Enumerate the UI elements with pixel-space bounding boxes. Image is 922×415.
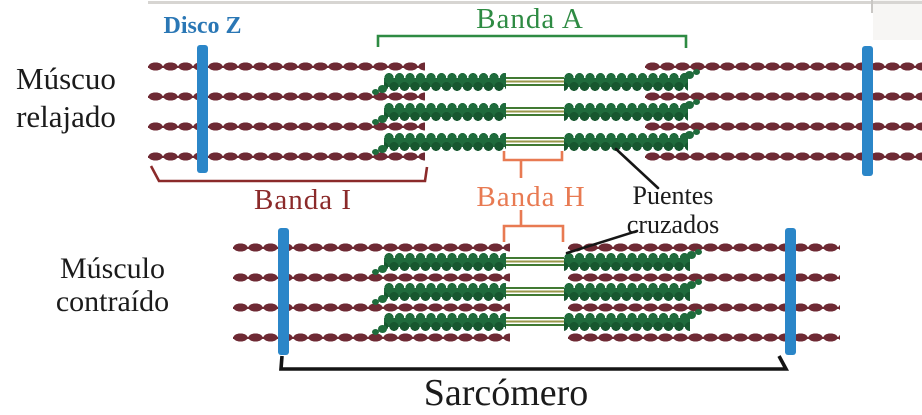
myosin-filament xyxy=(378,253,506,273)
actin-filament xyxy=(148,152,425,161)
relaxed-muscle-label: Múscuo relajado xyxy=(0,60,132,136)
relaxed-muscle-label-line2: relajado xyxy=(16,99,116,134)
relaxed-muscle-label-line1: Múscuo xyxy=(16,61,116,96)
z-disc-bar xyxy=(785,228,796,355)
h-zone-bare xyxy=(506,287,564,296)
myosin-filament xyxy=(378,103,506,123)
sarcomere-bracket xyxy=(279,355,790,371)
banda-h-lower-bracket xyxy=(502,210,565,242)
cross-bridges-label: Puentes cruzados xyxy=(597,181,749,239)
banda-h-upper-bracket xyxy=(502,151,564,178)
actin-filament xyxy=(233,303,510,312)
actin-filament xyxy=(148,92,425,101)
contracted-muscle-label: Músculo contraído xyxy=(30,252,195,318)
actin-filament xyxy=(568,303,840,312)
actin-filament xyxy=(645,62,922,71)
z-disc-bar xyxy=(278,228,289,355)
h-zone-bare xyxy=(506,137,564,146)
h-zone-bare xyxy=(506,257,564,266)
disco-z-label: Disco Z xyxy=(163,13,242,39)
top-right-shading xyxy=(873,0,922,40)
banda-a-bracket xyxy=(376,34,688,48)
top-right-tick xyxy=(871,0,873,13)
banda-i-label: Banda I xyxy=(254,184,352,216)
myosin-filament xyxy=(564,101,694,121)
actin-filament xyxy=(233,243,510,252)
myosin-filament xyxy=(378,283,506,303)
actin-filament xyxy=(645,122,922,131)
top-border-line xyxy=(148,1,922,4)
myosin-filament xyxy=(378,133,506,153)
actin-filament xyxy=(568,243,840,252)
h-zone-bare xyxy=(506,107,564,116)
z-disc-bar xyxy=(862,46,873,176)
myosin-filament xyxy=(378,73,506,93)
actin-filament xyxy=(233,273,510,282)
h-zone-bare xyxy=(506,317,564,326)
actin-filament xyxy=(568,333,840,342)
banda-a-label: Banda A xyxy=(476,3,584,35)
actin-filament xyxy=(645,92,922,101)
myosin-filament xyxy=(564,281,696,301)
myosin-filament xyxy=(564,311,696,331)
myosin-filament xyxy=(378,313,506,333)
sarcomere-label: Sarcómero xyxy=(423,372,589,414)
banda-i-bracket xyxy=(149,165,429,183)
contracted-muscle-label-line2: contraído xyxy=(55,285,170,318)
z-disc-bar xyxy=(197,45,208,173)
actin-filament xyxy=(148,62,425,71)
myosin-filament xyxy=(564,251,696,271)
myosin-filament xyxy=(564,131,694,151)
actin-filament xyxy=(645,152,922,161)
myosin-filament xyxy=(564,71,694,91)
actin-filament xyxy=(233,333,510,342)
h-zone-bare xyxy=(506,77,564,86)
actin-filament xyxy=(148,122,425,131)
contracted-muscle-label-line1: Músculo xyxy=(60,252,165,285)
cross-bridges-label-line1: Puentes xyxy=(632,181,714,210)
cross-bridges-label-line2: cruzados xyxy=(626,210,720,239)
actin-filament xyxy=(568,273,840,282)
banda-h-label: Banda H xyxy=(476,181,586,213)
